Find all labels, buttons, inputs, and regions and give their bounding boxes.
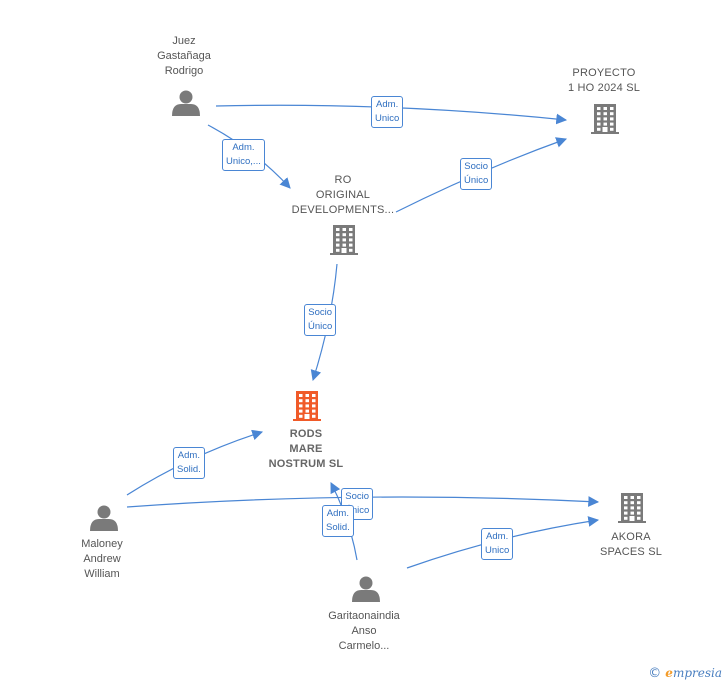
node-label-garita[interactable]: Garitaonaindia Anso Carmelo... <box>328 610 400 652</box>
brand-initial: e <box>665 666 673 680</box>
edge-label-ro-to-rods[interactable]: Socio Único <box>304 304 337 336</box>
building-icon-ro[interactable] <box>330 225 358 255</box>
edge-label-ro-to-proyecto[interactable]: Socio Único <box>460 158 493 190</box>
building-icon-rods[interactable] <box>293 391 321 421</box>
copyright-symbol: © <box>648 666 662 681</box>
brand-watermark: ©empresia <box>648 666 722 681</box>
edge-label-garita-to-akora[interactable]: Adm. Unico <box>481 528 514 560</box>
node-label-proyecto[interactable]: PROYECTO 1 HO 2024 SL <box>567 67 641 94</box>
edge-label-juez-to-proyecto[interactable]: Adm. Unico <box>371 96 404 128</box>
node-label-maloney[interactable]: Maloney Andrew William <box>81 538 123 580</box>
person-icon-maloney[interactable] <box>90 505 118 532</box>
edge-label-garita-to-rods[interactable]: Adm. Solid. <box>322 505 354 537</box>
edge-label-maloney-to-rods[interactable]: Adm. Solid. <box>173 447 205 479</box>
person-icon-garita[interactable] <box>352 576 380 603</box>
node-label-ro[interactable]: RO ORIGINAL DEVELOPMENTS... <box>291 174 395 216</box>
node-label-akora[interactable]: AKORA SPACES SL <box>599 531 663 558</box>
person-icon-juez[interactable] <box>172 90 200 117</box>
building-icon-akora[interactable] <box>618 493 646 523</box>
node-label-juez[interactable]: Juez Gastañaga Rodrigo <box>157 35 211 77</box>
brand-name: mpresia <box>672 666 722 680</box>
building-icon-proyecto[interactable] <box>591 104 619 134</box>
edge-label-juez-to-ro[interactable]: Adm. Unico,... <box>222 139 265 171</box>
node-label-rods[interactable]: RODS MARE NOSTRUM SL <box>268 428 344 470</box>
